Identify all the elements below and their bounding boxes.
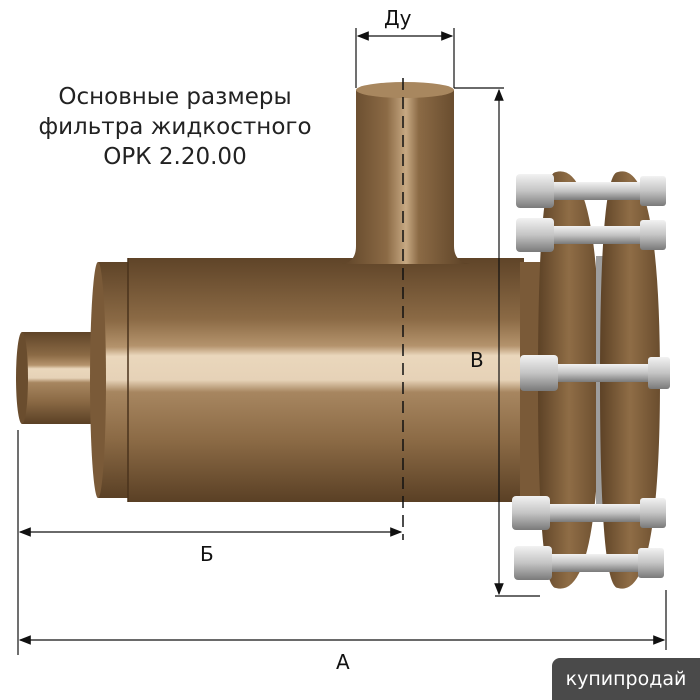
bolts	[512, 174, 670, 580]
main-body	[127, 258, 524, 502]
bolt	[520, 355, 670, 391]
label-du: Ду	[384, 6, 412, 30]
drawing-title: Основные размеры фильтра жидкостного ОРК…	[10, 82, 340, 172]
bolt	[516, 218, 666, 252]
body-end-cap	[90, 262, 130, 498]
watermark-text: купипродай	[565, 668, 687, 690]
label-a: А	[336, 650, 350, 674]
watermark-badge: купипродай	[552, 658, 700, 700]
label-v: В	[470, 348, 484, 372]
dimension-du	[355, 28, 455, 88]
dimension-a	[18, 590, 667, 650]
title-line-1: Основные размеры	[58, 84, 292, 110]
dimension-v	[454, 87, 540, 597]
label-b: Б	[200, 542, 214, 566]
bolt	[512, 496, 666, 530]
outlet-pipe	[342, 82, 470, 264]
dimension-b	[17, 430, 403, 655]
title-line-3: ОРК 2.20.00	[103, 144, 247, 170]
title-line-2: фильтра жидкостного	[38, 114, 312, 140]
bolt	[516, 174, 666, 208]
bolt	[514, 546, 664, 580]
